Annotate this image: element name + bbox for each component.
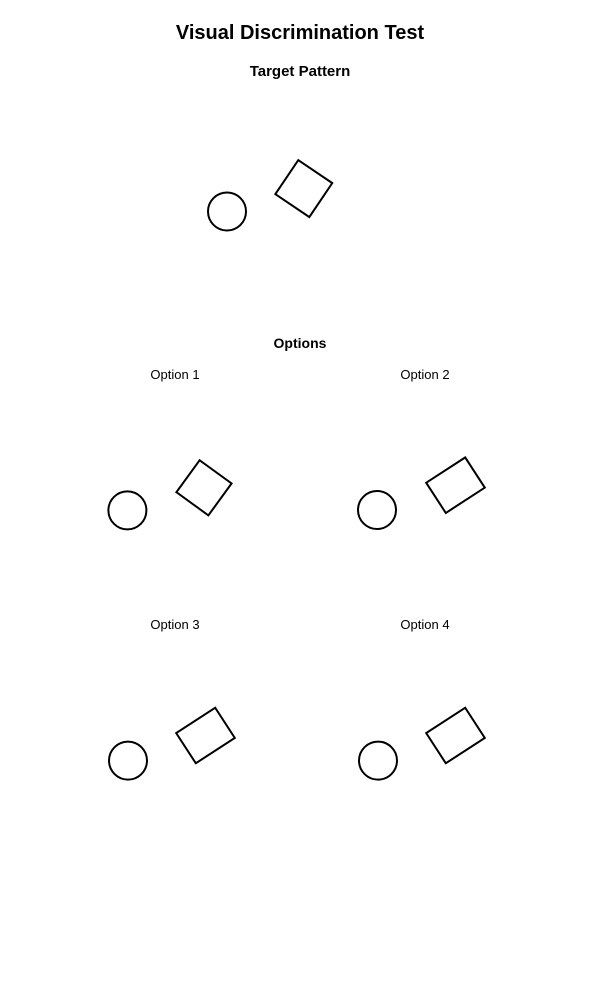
options-section-label: Options xyxy=(273,335,327,351)
target-pattern-label: Target Pattern xyxy=(249,63,351,80)
target-shape-square xyxy=(273,158,334,219)
option-3-label: Option 3 xyxy=(150,617,200,632)
option-2-region[interactable]: Option 2 xyxy=(305,355,545,585)
option-3-region[interactable]: Option 3 xyxy=(55,605,295,835)
option-1-region[interactable]: Option 1 xyxy=(55,355,295,585)
option-4-label: Option 4 xyxy=(400,617,450,632)
option-4-region[interactable]: Option 4 xyxy=(305,605,545,835)
option-1-label: Option 1 xyxy=(150,367,200,382)
option-2-label: Option 2 xyxy=(400,367,450,382)
target-shape-circle xyxy=(207,191,247,232)
page-title: Visual Discrimination Test xyxy=(175,22,425,44)
